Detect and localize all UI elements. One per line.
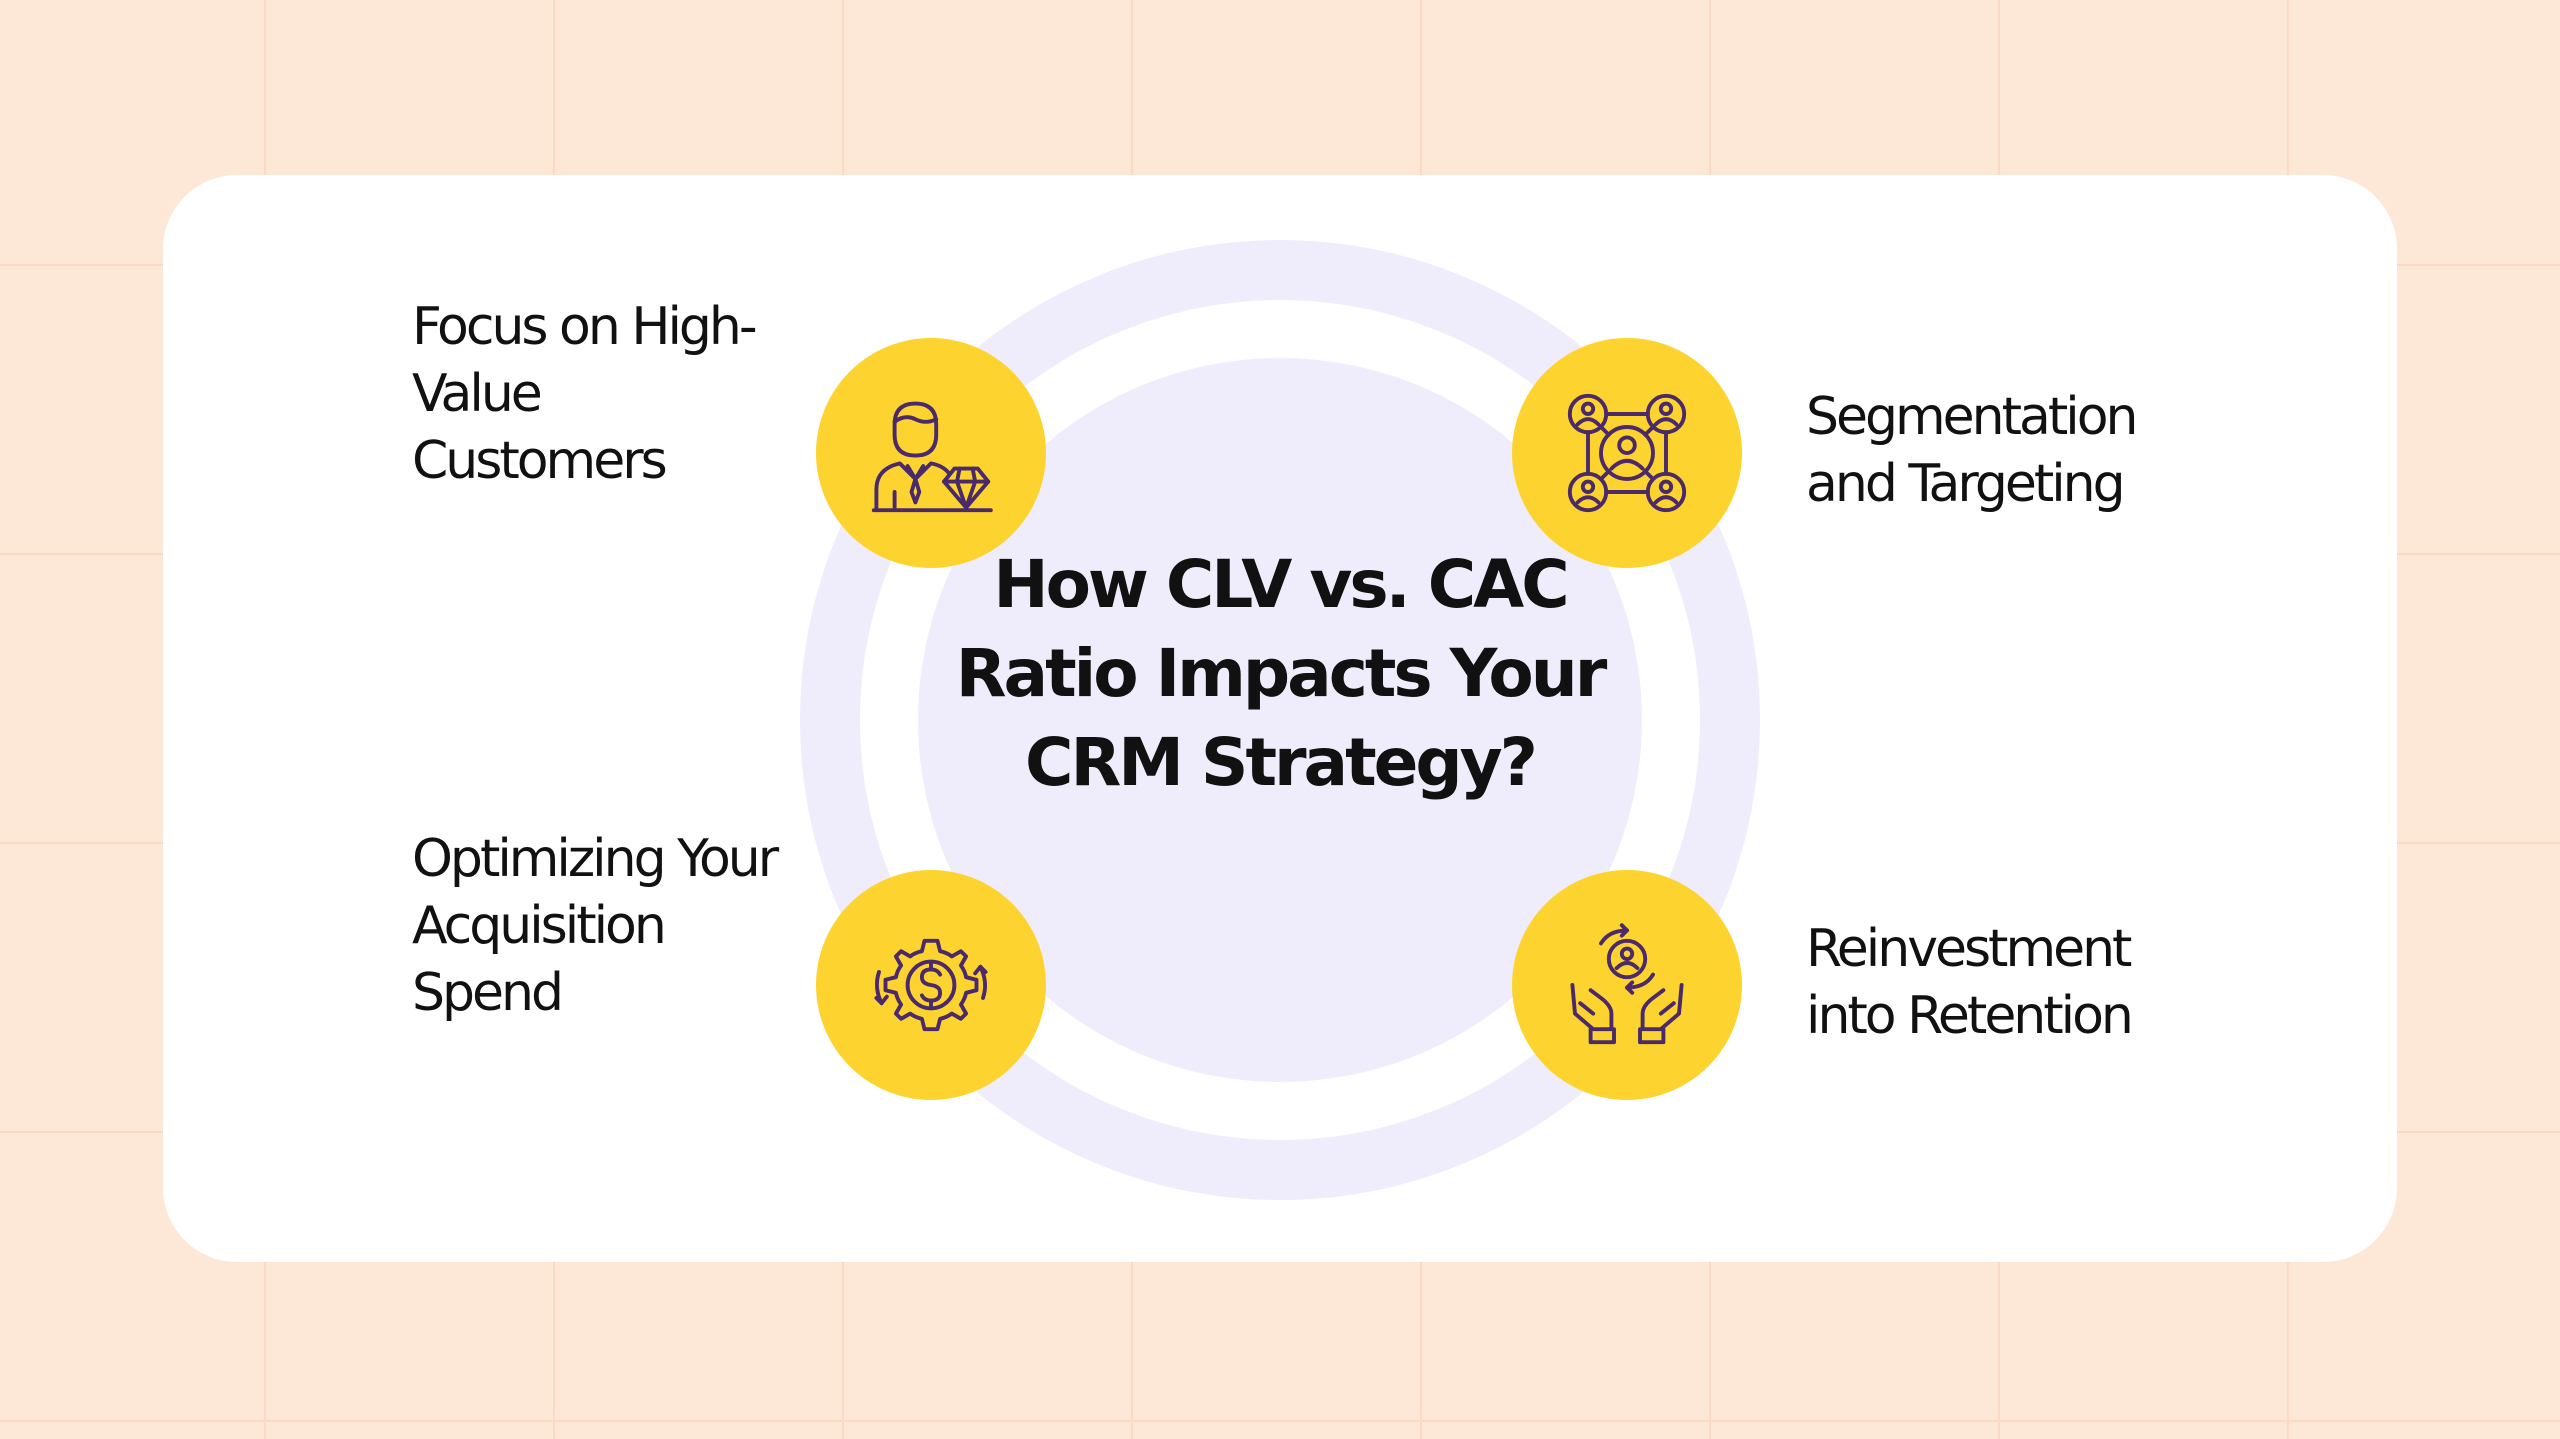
label-segmentation-targeting: Segmentation and Targeting xyxy=(1806,387,2138,514)
label-retention-reinvestment: Reinvestment into Retention xyxy=(1806,919,2134,1046)
label-acquisition-spend: Optimizing Your Acquisition Spend xyxy=(412,829,779,1023)
node-retention-reinvestment xyxy=(1512,870,1742,1100)
hands-retention-icon xyxy=(1570,923,1684,1045)
audience-network-icon xyxy=(1567,393,1687,513)
label-high-value-customers: Focus on High-Value Customers xyxy=(412,297,758,491)
diagram-title: How CLV vs. CAC Ratio Impacts Your CRM S… xyxy=(955,546,1608,801)
customer-diamond-icon xyxy=(871,401,993,513)
node-acquisition-spend xyxy=(816,870,1046,1100)
node-high-value-customers xyxy=(816,338,1046,568)
dollar-gear-icon xyxy=(874,938,988,1032)
node-segmentation-targeting xyxy=(1512,338,1742,568)
